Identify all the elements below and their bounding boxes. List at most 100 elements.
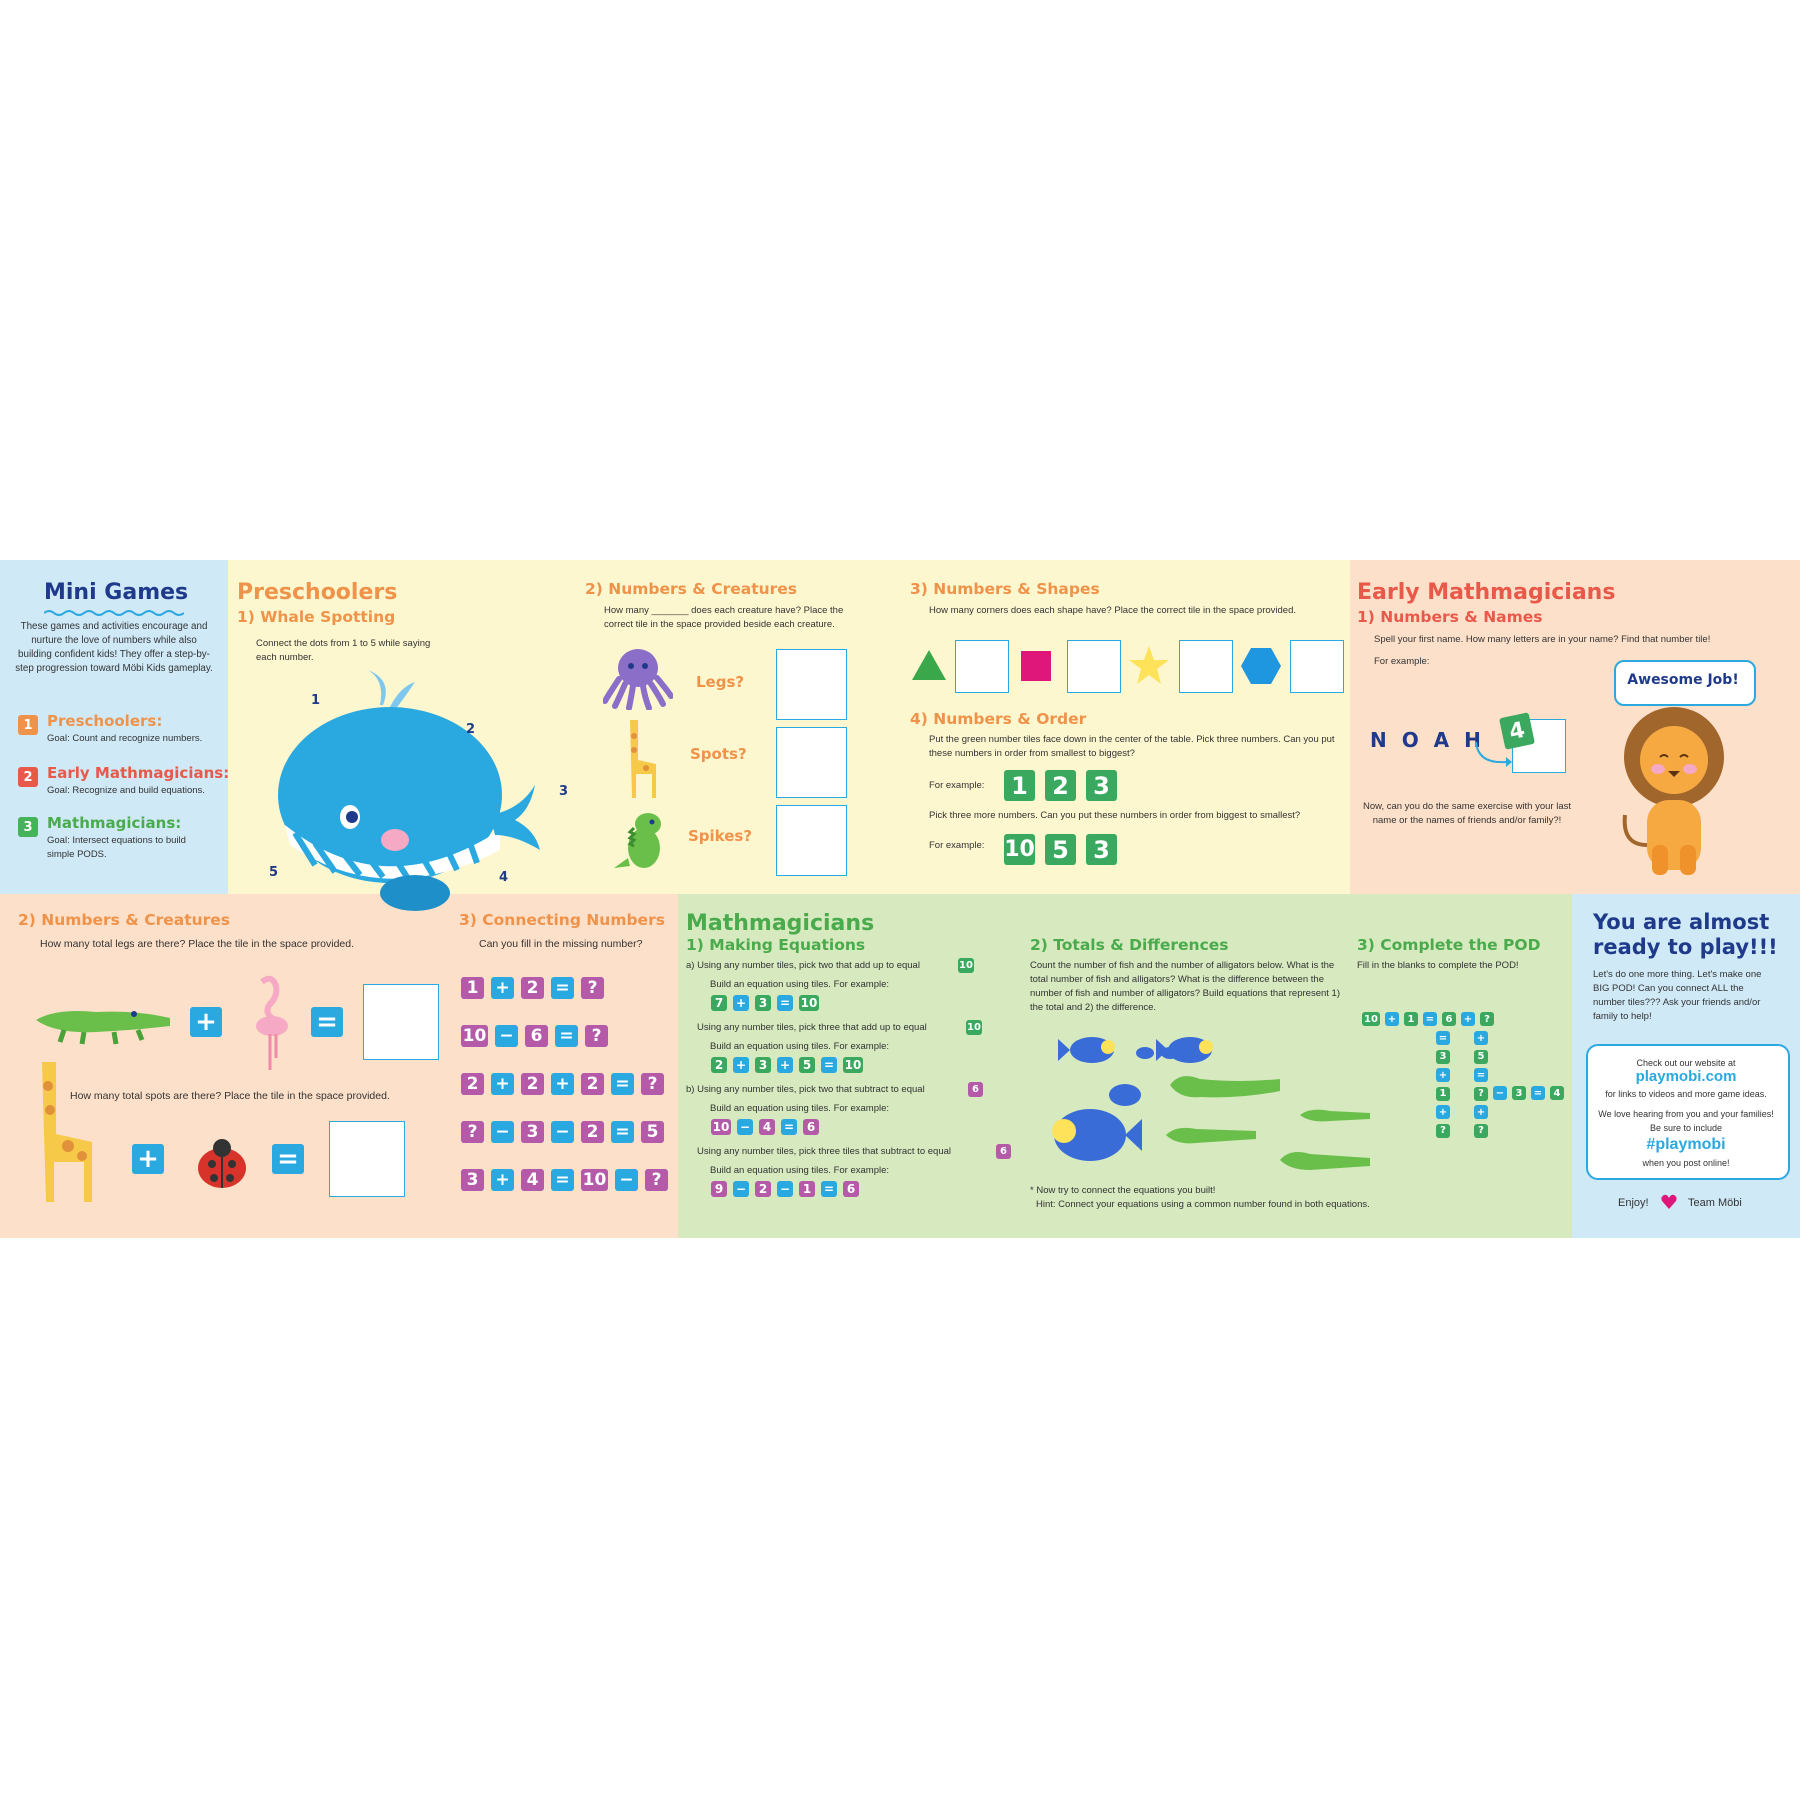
order-text: Put the green number tiles face down in … [929, 734, 1335, 759]
dinosaur-illustration [614, 813, 661, 868]
pod-heading: 3) Complete the POD [1357, 936, 1541, 954]
website-link[interactable]: playmobi.com [1635, 1068, 1737, 1085]
number-tile: 10 [461, 1025, 488, 1047]
creatures2-heading: 2) Numbers & Creatures [18, 911, 231, 929]
operator-tile: = [821, 1181, 837, 1197]
totals-hint: Hint: Connect your equations using a com… [1036, 1199, 1370, 1210]
spikes-answer-box[interactable] [776, 805, 847, 876]
order-tile-6: 3 [1086, 834, 1117, 865]
number-tile: 3 [755, 995, 771, 1011]
order-tile-2: 2 [1045, 770, 1076, 801]
totals-note: * Now try to connect the equations you b… [1030, 1185, 1216, 1196]
number-tile: 1 [1436, 1086, 1450, 1101]
level-badge-1: 1 [18, 715, 38, 735]
intro-title: Mini Games [44, 580, 189, 605]
number-tile: 6 [843, 1181, 859, 1197]
number-tile: 10 [1362, 1012, 1380, 1026]
shapes-text: How many corners does each shape have? P… [929, 605, 1297, 616]
level-badge-3: 3 [18, 817, 38, 837]
number-tile: 6 [525, 1025, 548, 1047]
name-arrow [1475, 741, 1512, 767]
operator-tile: − [733, 1181, 749, 1197]
octopus-illustration [603, 649, 673, 710]
spots-question: How many total spots are there? Place th… [70, 1090, 390, 1102]
ready-title-2: ready to play!!! [1593, 935, 1778, 959]
number-tile: 2 [755, 1181, 771, 1197]
early-title: Early Mathmagicians [1357, 580, 1616, 605]
operator-tile: = [551, 977, 574, 999]
number-tile: 5 [1474, 1049, 1488, 1064]
operator-tile: + [733, 995, 749, 1011]
giraffe-illustration [42, 1062, 92, 1202]
level-name-1: Preschoolers: [47, 712, 163, 730]
preschool-title: Preschoolers [237, 580, 398, 605]
operator-tile: + [491, 1169, 514, 1191]
operator-tile: = [1531, 1086, 1545, 1100]
names-heading: 1) Numbers & Names [1357, 608, 1543, 626]
making-b2: Using any number tiles, pick three tiles… [697, 1146, 951, 1157]
number-tile: 2 [581, 1073, 604, 1095]
level-badge-2: 2 [18, 767, 38, 787]
number-tile: 1 [1404, 1012, 1418, 1026]
operator-tile: − [551, 1121, 574, 1143]
shapes-heading: 3) Numbers & Shapes [910, 580, 1100, 598]
lion-illustration [1622, 707, 1724, 875]
ready-text: Let's do one more thing. Let's make one … [1593, 969, 1762, 1022]
triangle-answer-box[interactable] [955, 640, 1009, 693]
number-tile: 2 [581, 1121, 604, 1143]
level-name-3: Mathmagicians: [47, 814, 182, 832]
level-name-2: Early Mathmagicians: [47, 764, 230, 782]
spots-equals: = [272, 1144, 304, 1174]
operator-tile: + [491, 1073, 514, 1095]
number-tile: 2 [711, 1057, 727, 1073]
total-legs-box[interactable] [363, 984, 439, 1060]
operator-tile: − [491, 1121, 514, 1143]
order-tile-5: 5 [1045, 834, 1076, 865]
operator-tile: + [1474, 1105, 1488, 1119]
operator-tile: − [615, 1169, 638, 1191]
math-title: Mathmagicians [686, 911, 875, 936]
links-text: for links to videos and more game ideas. [1605, 1089, 1767, 1099]
order-for-example-1: For example: [929, 780, 985, 791]
awesome-bubble [1614, 660, 1756, 706]
number-tile: 3 [521, 1121, 544, 1143]
operator-tile: + [551, 1073, 574, 1095]
making-a: a) Using any number tiles, pick two that… [686, 960, 920, 971]
check-text: Check out our website at [1636, 1058, 1736, 1068]
making-b: b) Using any number tiles, pick two that… [686, 1084, 925, 1095]
legs-question: How many total legs are there? Place the… [40, 938, 355, 950]
hashtag[interactable]: #playmobi [1646, 1136, 1726, 1153]
number-tile: 10 [799, 995, 819, 1011]
connecting-heading: 3) Connecting Numbers [459, 911, 665, 929]
level-goal-3: Goal: Intersect equations to build simpl… [47, 835, 186, 860]
operator-tile: = [777, 995, 793, 1011]
fish-icon [1052, 1037, 1213, 1161]
operator-tile: + [1474, 1031, 1488, 1045]
alligator-illustration [36, 1011, 170, 1045]
ready-title-1: You are almost [1593, 910, 1770, 934]
number-tile: 6 [1442, 1012, 1456, 1026]
awesome-bubble-text: Awesome Job! [1627, 672, 1739, 688]
number-tile: 4 [759, 1119, 775, 1135]
spots-answer-box[interactable] [776, 727, 847, 798]
operator-tile: = [781, 1119, 797, 1135]
square-answer-box[interactable] [1067, 640, 1121, 693]
star-answer-box[interactable] [1179, 640, 1233, 693]
number-tile: 3 [755, 1057, 771, 1073]
flamingo-illustration [256, 975, 288, 1070]
totals-heading: 2) Totals & Differences [1030, 936, 1229, 954]
operator-tile: + [1385, 1012, 1399, 1026]
names-text: Spell your first name. How many letters … [1374, 634, 1711, 645]
giraffe-small-illustration [630, 720, 656, 798]
legs-answer-box[interactable] [776, 649, 847, 720]
love-text: We love hearing from you and your famili… [1598, 1109, 1774, 1133]
alligator-icon [1166, 1076, 1370, 1170]
total-spots-box[interactable] [329, 1121, 405, 1197]
totals-text: Count the number of fish and the number … [1030, 960, 1340, 1013]
heart-icon [1661, 1194, 1677, 1209]
operator-tile: − [737, 1119, 753, 1135]
hexagon-answer-box[interactable] [1290, 640, 1344, 693]
number-tile: 1 [799, 1181, 815, 1197]
number-tile: ? [1436, 1123, 1450, 1138]
creatures-text: How many _______ does each creature have… [604, 605, 844, 630]
